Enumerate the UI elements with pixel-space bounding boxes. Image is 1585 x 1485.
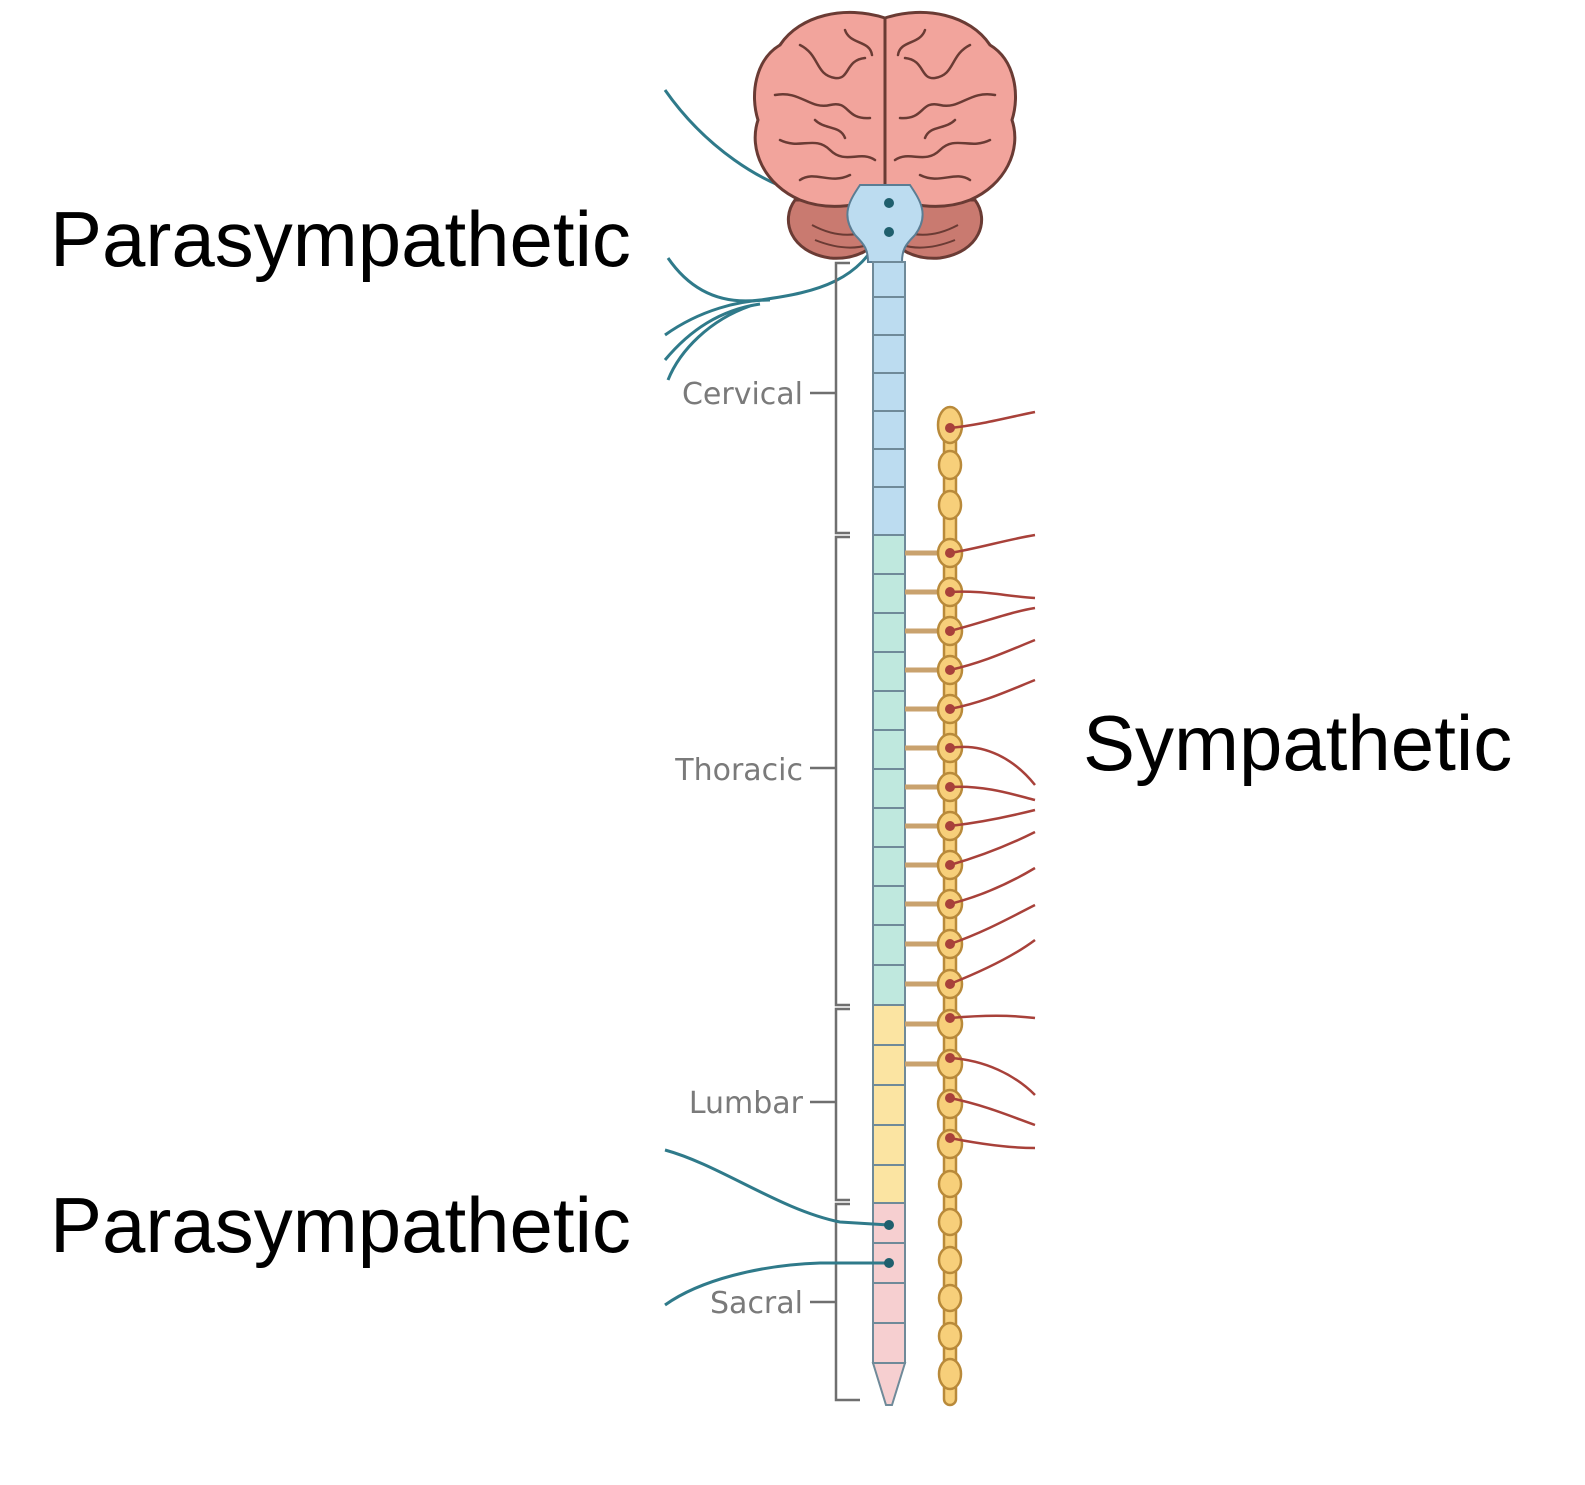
sympathetic-nerves xyxy=(949,410,1036,1150)
region-label-sacral: Sacral xyxy=(710,1286,803,1321)
region-label-cervical: Cervical xyxy=(682,377,803,412)
sympathetic-ganglion-dots xyxy=(945,423,955,1143)
parasympathetic-label-bottom: Parasympathetic xyxy=(50,1181,631,1269)
sympathetic-label: Sympathetic xyxy=(1083,699,1513,787)
spinal-cord xyxy=(871,261,907,1406)
brain xyxy=(753,11,1017,208)
region-label-lumbar: Lumbar xyxy=(689,1086,804,1121)
parasympathetic-label-top: Parasympathetic xyxy=(50,195,631,283)
region-bracket xyxy=(810,261,860,1402)
parasympathetic-origin-dots xyxy=(884,198,894,1268)
region-label-thoracic: Thoracic xyxy=(674,753,803,788)
parasympathetic-sacral-nerves xyxy=(664,1148,890,1307)
